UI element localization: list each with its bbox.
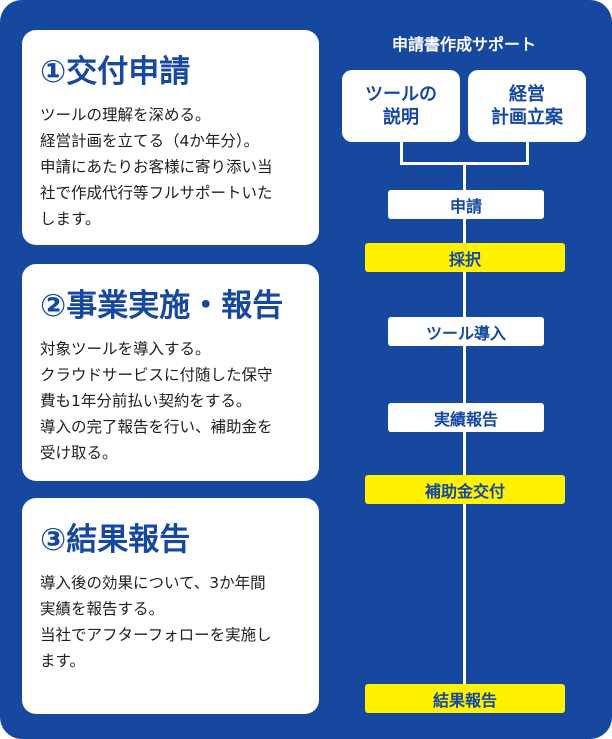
card-text-line: します。 xyxy=(40,210,101,228)
step-tool-introduction: ツール導入 xyxy=(388,317,544,346)
card-text-line: ツールの理解を深める。 xyxy=(40,106,211,124)
step-performance-report: 実績報告 xyxy=(388,403,544,432)
card-text-line: 実績を報告する。 xyxy=(40,600,165,618)
card-text-line: 導入の完了報告を行い、補助金を xyxy=(40,418,273,436)
card-result-report: ③結果報告 導入後の効果について、3か年間 実績を報告する。 当社でアフターフォ… xyxy=(22,498,319,714)
connector-tool-down xyxy=(400,142,403,164)
card-text-line: ます。 xyxy=(40,652,85,670)
box-text-line: 計画立案 xyxy=(491,107,563,128)
card-implementation: ②事業実施・報告 対象ツールを導入する。 クラウドサービスに付随した保守 費も1… xyxy=(22,264,319,481)
card-text-line: 対象ツールを導入する。 xyxy=(40,340,211,358)
business-plan-box: 経営 計画立案 xyxy=(468,70,586,142)
step-adoption: 採択 xyxy=(365,243,565,272)
box-text-line: ツールの xyxy=(365,84,437,105)
step-result-report: 結果報告 xyxy=(365,684,565,713)
box-text-line: 経営 xyxy=(509,84,545,105)
step-application: 申請 xyxy=(388,190,544,219)
card-text-line: 社で作成代行等フルサポートいた xyxy=(40,184,273,202)
card-text-line: 当社でアフターフォローを実施し xyxy=(40,626,272,644)
connector-plan-down xyxy=(526,142,529,164)
card-text-line: 申請にあたりお客様に寄り添い当 xyxy=(40,158,273,176)
card-text-line: クラウドサービスに付随した保守 xyxy=(40,366,273,384)
card-title: ②事業実施・報告 xyxy=(40,288,284,324)
card-title: ③結果報告 xyxy=(40,522,191,558)
card-title: ①交付申請 xyxy=(40,54,191,90)
card-text-line: 受け取る。 xyxy=(40,444,118,462)
tool-explanation-box: ツールの 説明 xyxy=(342,70,460,142)
card-text-line: 費も1年分前払い契約をする。 xyxy=(40,392,252,410)
card-text-line: 経営計画を立てる（4か年分）。 xyxy=(40,132,260,150)
flow-title: 申請書作成サポート xyxy=(391,35,536,54)
card-application: ①交付申請 ツールの理解を深める。 経営計画を立てる（4か年分）。 申請にあたり… xyxy=(22,30,319,245)
step-subsidy-grant: 補助金交付 xyxy=(365,475,565,504)
card-text-line: 導入後の効果について、3か年間 xyxy=(40,574,266,592)
box-text-line: 説明 xyxy=(383,107,419,128)
